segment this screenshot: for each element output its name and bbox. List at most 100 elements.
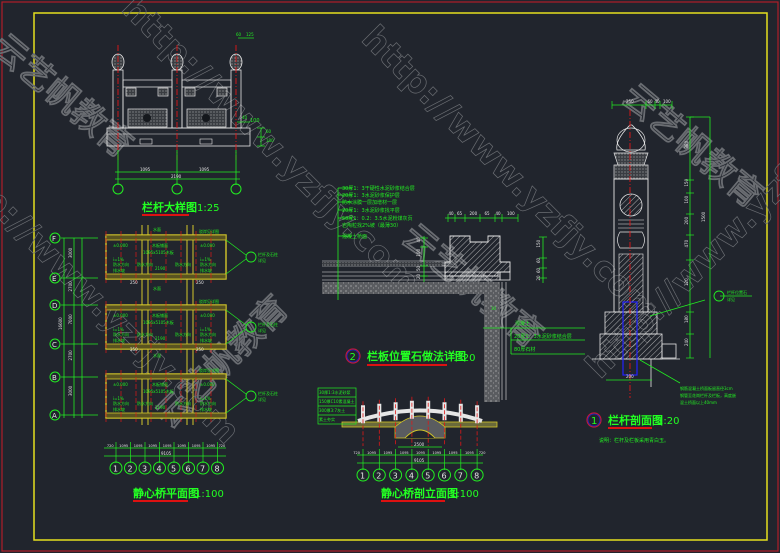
grid-axis-bubble [421, 468, 435, 482]
dim-label: 100 [416, 248, 421, 256]
callout-label: 详见 [727, 296, 735, 302]
grid-axis-label: 7 [458, 472, 463, 481]
slab-layer-label: 岩陶粒找2%坡（最薄30） [342, 222, 401, 229]
grid-axis-label: A [52, 412, 57, 420]
gap-dim: 250 [196, 347, 204, 352]
dim-label: 65 [457, 211, 463, 216]
pillar-note: 钢筋混凝土桥面板留直径3cm [680, 385, 733, 391]
dim-label: 720 [107, 444, 114, 448]
view-scale: 1:25 [197, 203, 219, 214]
elevation-label: ±0.000 [200, 382, 215, 387]
remark: 说明：栏杆及栏板采用青白玉。 [599, 437, 669, 444]
dim-label: 100 [250, 118, 260, 124]
grid-axis-label: C [52, 341, 57, 349]
callout-label: 栏杆及石柱 [258, 251, 278, 257]
callout-bubble [245, 390, 257, 402]
drain-label: 排水坡 [113, 267, 125, 273]
dim-label: 720 [353, 451, 360, 455]
dim-label: 180 [684, 315, 689, 323]
water-label: 水面 [153, 285, 161, 291]
grid-axis-label: 1 [360, 472, 365, 481]
dim-label: 50 [416, 265, 421, 271]
wall-layer: 20厚1：3水泥砂浆结合层 [514, 333, 572, 340]
dim-label: 20 [416, 273, 421, 279]
pillar-base [604, 311, 658, 335]
elevation-layer: 素土夯实 [319, 416, 335, 422]
view-badge-number: 1 [591, 416, 597, 427]
elevation-label: ±0.000 [200, 243, 215, 248]
dim-label: 120 [684, 278, 689, 286]
concrete-wall [484, 282, 500, 402]
view-badge [345, 348, 361, 364]
dim-label: 125 [246, 32, 254, 37]
dim-label: 3000 [68, 385, 73, 396]
dim-label: 3000 [68, 247, 73, 258]
dim-total: 2190 [171, 174, 182, 179]
direction-label: 防水方向 [200, 261, 216, 267]
edge-label: 驳岸见详图 [199, 298, 219, 304]
grid-axis-bubble [196, 461, 210, 475]
dim-label: 40 [449, 211, 455, 216]
view-title: 栏杆剖面图 [608, 413, 663, 427]
elevation-label: ±0.000 [113, 313, 128, 318]
grid-axis-bubble [49, 299, 61, 311]
bridge-elevation-view: 30厚1:3水泥砂浆 150厚C10素混凝土 300厚3:7灰土 素土夯实 25… [317, 387, 498, 502]
dim-label: 2700 [68, 350, 73, 361]
slope-label: i=1% [200, 396, 211, 401]
callout-label: 栏杆及石柱 [258, 390, 278, 396]
elevation-layer: 150厚C10素混凝土 [319, 398, 355, 404]
slab-layer-label: 20厚1：3水泥砂浆保护层 [342, 192, 400, 199]
grid-axis-bubble [356, 468, 370, 482]
dim-label: 60 [536, 267, 541, 273]
wall-layer: 80厚石材 [514, 346, 535, 353]
slope-label: i=1% [200, 257, 211, 262]
slab-layer-label: 20厚1：3水泥砂浆找平层 [342, 207, 400, 214]
dim-label: 1095 [140, 167, 151, 172]
grid-axis-label: 4 [409, 472, 414, 481]
dim-label: 1095 [177, 444, 186, 448]
dim-label: 1095 [119, 444, 128, 448]
dim-label: 250 [626, 99, 634, 104]
width-label: 2190 [155, 336, 166, 341]
drain-label: 排水坡 [200, 337, 212, 343]
view-scale: 1:100 [450, 489, 479, 500]
dim-total: 16600 [58, 317, 63, 330]
dim-label: 1095 [465, 451, 474, 455]
callout-label: 详见 [258, 257, 266, 263]
dim-label: 1095 [199, 167, 210, 172]
grid-axis-label: D [52, 302, 57, 310]
surface-label: 木板铺面 [152, 381, 168, 387]
callout-label: 详见 [258, 327, 266, 333]
grid-axis-bubble [124, 461, 137, 475]
dim-label: 470 [684, 239, 689, 247]
dim-label: 1095 [383, 451, 392, 455]
railing-stone [444, 235, 511, 277]
surface-label: 木板铺面 [152, 242, 168, 248]
view-scale: 1:20 [657, 416, 679, 427]
concrete-slab [322, 282, 500, 294]
dim-label: 2700 [68, 281, 73, 292]
direction-label: 防水方向 [113, 261, 129, 267]
pillar-note: 钢管至花岗栏杆及栏板，高度嵌 [680, 392, 736, 398]
grid-axis-label: 3 [142, 465, 147, 474]
dim-label: 380 [684, 140, 689, 148]
water-label: 水面 [153, 352, 161, 358]
dim-label: 7000 [68, 314, 73, 325]
dim-label: 1095 [163, 444, 172, 448]
grid-axis-label: F [52, 235, 56, 243]
direction-label: 防水方向 [200, 400, 216, 406]
dim-label: 30 [491, 306, 497, 311]
grid-axis-bubble [182, 461, 195, 475]
dim-label: 1095 [206, 444, 215, 448]
water-label: 水面 [153, 226, 161, 232]
plank-label: 1095x5105木板 [143, 249, 174, 255]
bridge-plan-view: ±0.000±0.000木板铺面1095x5105木板i=1%i=1%防水方向防… [49, 225, 278, 502]
callout-label: 详见 [258, 396, 266, 402]
plank-label: 1095x5105木板 [143, 388, 174, 394]
slab-layer-label: 混凝土桥面 [342, 233, 367, 240]
callout-label: 栏杆位置石 [727, 289, 747, 295]
width-label: 2190 [155, 266, 166, 271]
elevation-label: ±0.000 [113, 382, 128, 387]
